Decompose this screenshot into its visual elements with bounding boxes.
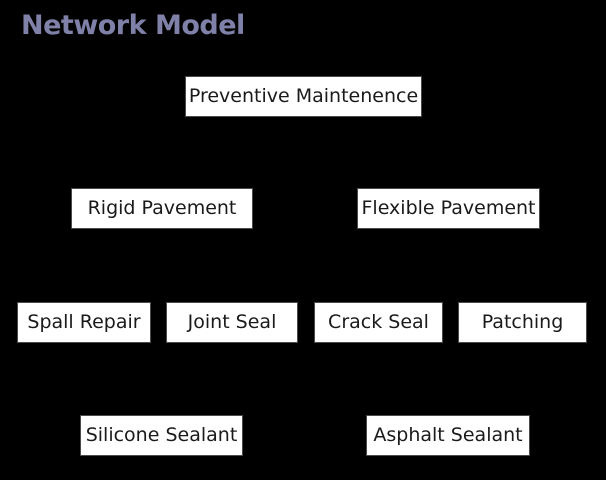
node-label: Spall Repair [27, 311, 141, 333]
edge-bus-to-patching [521, 265, 523, 302]
node-label: Silicone Sealant [85, 424, 238, 446]
node-label: Joint Seal [187, 311, 277, 333]
node-silicone-sealant[interactable]: Silicone Sealant [80, 415, 243, 456]
node-label: Crack Seal [328, 311, 429, 333]
node-label: Asphalt Sealant [373, 424, 523, 446]
node-joint-seal[interactable]: Joint Seal [166, 302, 298, 343]
edge-crack-seal-to-asphalt-sealant [447, 343, 449, 415]
edge-rigid-bus [84, 265, 233, 267]
node-asphalt-sealant[interactable]: Asphalt Sealant [366, 415, 530, 456]
node-spall-repair[interactable]: Spall Repair [17, 302, 151, 343]
edge-bus-to-rigid [162, 152, 164, 188]
edge-bus-to-spall-repair [84, 265, 86, 302]
node-label: Patching [481, 311, 564, 333]
edge-bus-to-joint-seal [231, 265, 233, 302]
node-patching[interactable]: Patching [458, 302, 587, 343]
node-label: Preventive Maintenence [188, 85, 419, 107]
node-crack-seal[interactable]: Crack Seal [314, 302, 443, 343]
node-label: Flexible Pavement [361, 197, 536, 219]
edge-flexible-bus [378, 265, 523, 267]
edge-bus-to-flexible [447, 152, 449, 188]
page-title: Network Model [21, 10, 245, 41]
edge-joint-seal-to-silicone-sealant [161, 343, 163, 415]
edge-flexible-down [447, 229, 449, 266]
node-label: Rigid Pavement [87, 197, 237, 219]
edge-level1-bus [162, 152, 448, 154]
edge-rigid-down [162, 229, 164, 266]
node-preventive-maintenence[interactable]: Preventive Maintenence [185, 76, 422, 117]
edge-bus-to-crack-seal [378, 265, 380, 302]
node-flexible-pavement[interactable]: Flexible Pavement [357, 188, 540, 229]
node-rigid-pavement[interactable]: Rigid Pavement [71, 188, 253, 229]
